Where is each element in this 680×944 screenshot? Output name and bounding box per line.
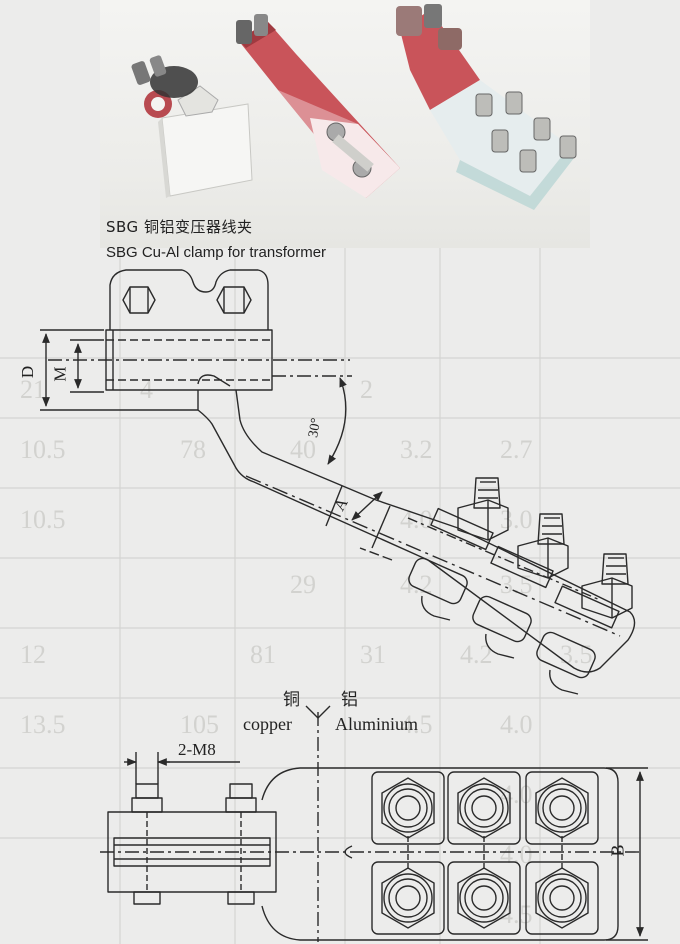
- background-table-cell: 10.5: [20, 435, 66, 464]
- hex-bolt-head: [525, 861, 599, 935]
- palm-bolt-grid: [371, 771, 599, 935]
- hex-bolt-head: [447, 771, 521, 845]
- hex-bolt-head: [371, 861, 445, 935]
- background-table-cell: 78: [180, 435, 206, 464]
- background-table-cell: 3.0: [500, 505, 533, 534]
- side-bolt-2: [472, 513, 569, 659]
- bottom-view: [100, 705, 648, 942]
- background-table-cell: 13.5: [20, 710, 66, 739]
- copper-label-chinese: 铜: [283, 690, 300, 710]
- product-photo: [100, 0, 590, 248]
- background-table-cell: 4.5: [500, 900, 533, 929]
- background-table-cell: 40: [290, 435, 316, 464]
- background-table-cell: 2: [360, 375, 373, 404]
- hex-bolt-head: [447, 861, 521, 935]
- background-table-cell: 12: [20, 640, 46, 669]
- caption-chinese: SBG 铜铝变压器线夹: [106, 218, 253, 236]
- background-table-cell: 81: [250, 640, 276, 669]
- dimension-label-d: D: [18, 365, 38, 379]
- background-table-cell: 3.5: [560, 640, 593, 669]
- side-bolt-3: [536, 553, 633, 695]
- background-table-cell: 10.5: [20, 505, 66, 534]
- bolt-spec-label: 2-M8: [178, 740, 216, 759]
- background-table-cell: 2.7: [500, 435, 533, 464]
- background-table-cell: 4.0: [500, 780, 533, 809]
- photo-clamp-medium: [236, 14, 400, 198]
- copper-label: copper: [243, 714, 292, 734]
- background-table-cell: 4.2: [400, 570, 433, 599]
- photo-clamp-large: [396, 4, 577, 210]
- hex-bolt-head: [525, 771, 599, 845]
- background-table-cell: 4.5: [400, 710, 433, 739]
- aluminium-label: Aluminium: [335, 714, 419, 734]
- dimension-label-b: B: [607, 844, 628, 857]
- aluminium-label-chinese: 铝: [341, 690, 358, 710]
- background-table-cell: 4.0: [500, 710, 533, 739]
- angle-label: 30°: [306, 416, 325, 439]
- photo-clamp-small: [131, 55, 253, 198]
- hex-bolt-head: [371, 771, 445, 845]
- dimension-label-m: M: [50, 366, 70, 382]
- background-table-cell: 21: [20, 375, 46, 404]
- background-table-cell: 31: [360, 640, 386, 669]
- side-bolt-1: [408, 477, 509, 621]
- background-table-cell: 3.2: [400, 435, 433, 464]
- background-table-cell: 105: [180, 710, 219, 739]
- background-table-cell: 29: [290, 570, 316, 599]
- side-view: [40, 269, 636, 695]
- caption-english: SBG Cu-Al clamp for transformer: [106, 244, 327, 261]
